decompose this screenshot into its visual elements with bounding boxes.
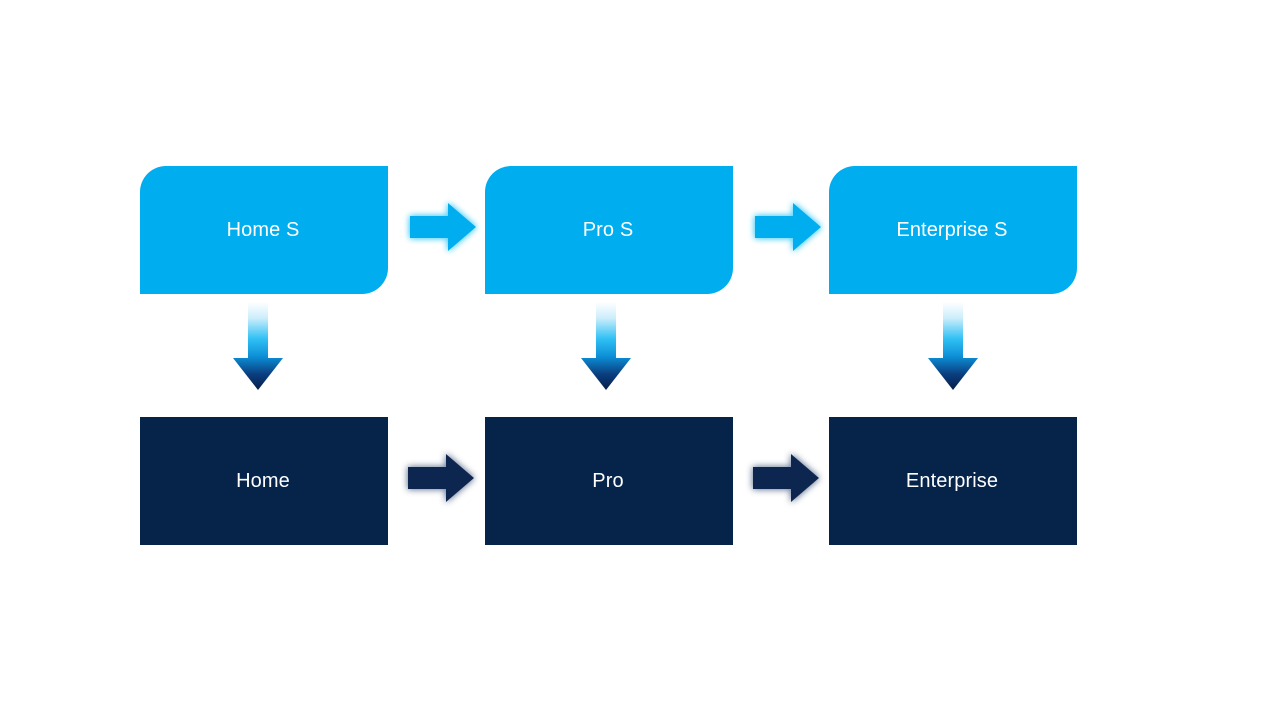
arrow-right-icon-home-s-to-pro-s [400, 196, 484, 258]
node-enterprise-s-label: Enterprise S [896, 219, 1008, 241]
node-pro[interactable]: Pro [485, 417, 733, 545]
node-home-label: Home [236, 470, 290, 492]
arrow-down-icon-home-s-to-home [225, 300, 291, 396]
arrow-right-icon-pro-s-to-enterprise-s [745, 196, 829, 258]
arrow-right-icon-home-to-pro [398, 447, 482, 509]
node-enterprise[interactable]: Enterprise [829, 417, 1077, 545]
arrow-down-icon-enterprise-s-to-enterprise [920, 300, 986, 396]
node-pro-s[interactable]: Pro S [485, 166, 733, 294]
arrow-down-icon-pro-s-to-pro [573, 300, 639, 396]
node-enterprise-label: Enterprise [905, 470, 999, 492]
node-enterprise-s[interactable]: Enterprise S [829, 166, 1077, 294]
node-home-s[interactable]: Home S [140, 166, 388, 294]
node-home-s-label: Home S [226, 219, 300, 241]
node-pro-label: Pro [592, 470, 624, 492]
node-home[interactable]: Home [140, 417, 388, 545]
arrow-right-icon-pro-to-enterprise [743, 447, 827, 509]
node-pro-s-label: Pro S [582, 219, 634, 241]
